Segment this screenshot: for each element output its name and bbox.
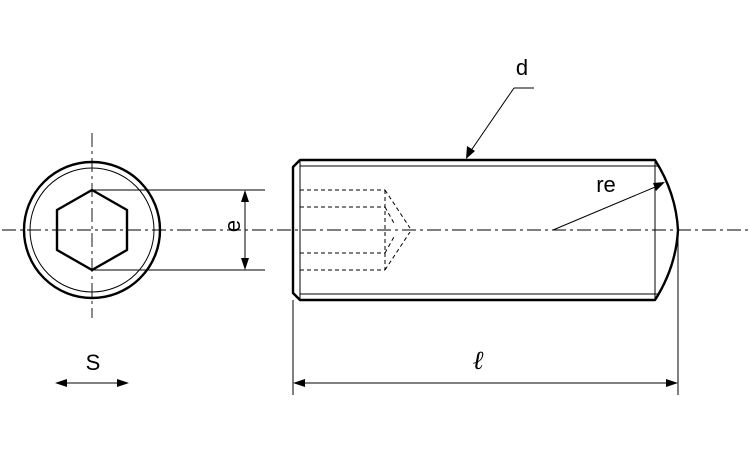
diameter-callout: d bbox=[466, 55, 534, 159]
label-s: S bbox=[86, 350, 101, 375]
end-view-outer-circle bbox=[22, 160, 162, 300]
hex-size-dimension: S bbox=[55, 350, 129, 387]
end-radius-callout: re bbox=[552, 172, 665, 231]
arrowhead-e-top bbox=[241, 190, 249, 202]
hidden-cone-bottom bbox=[384, 231, 411, 271]
arrowhead-length-left bbox=[293, 379, 305, 387]
end-view-inner-circle bbox=[29, 167, 155, 293]
arrowhead-re bbox=[653, 182, 665, 191]
hidden-cone-inner-bottom bbox=[384, 234, 396, 254]
leader-d-diagonal bbox=[469, 87, 515, 153]
label-length: ℓ bbox=[473, 346, 484, 375]
arrowhead-s-left bbox=[55, 379, 67, 387]
leader-re bbox=[552, 184, 661, 231]
arrowhead-e-bottom bbox=[241, 258, 249, 270]
hex-depth-dimension: e bbox=[92, 189, 265, 271]
label-re: re bbox=[596, 172, 616, 197]
length-dimension: ℓ bbox=[292, 230, 679, 395]
label-d: d bbox=[516, 55, 528, 80]
arrowhead-d bbox=[466, 146, 475, 159]
hidden-cone-inner-top bbox=[384, 206, 396, 226]
arrowhead-length-right bbox=[666, 379, 678, 387]
arrowhead-s-right bbox=[117, 379, 129, 387]
hidden-cone-top bbox=[384, 189, 411, 229]
label-e: e bbox=[220, 220, 245, 232]
